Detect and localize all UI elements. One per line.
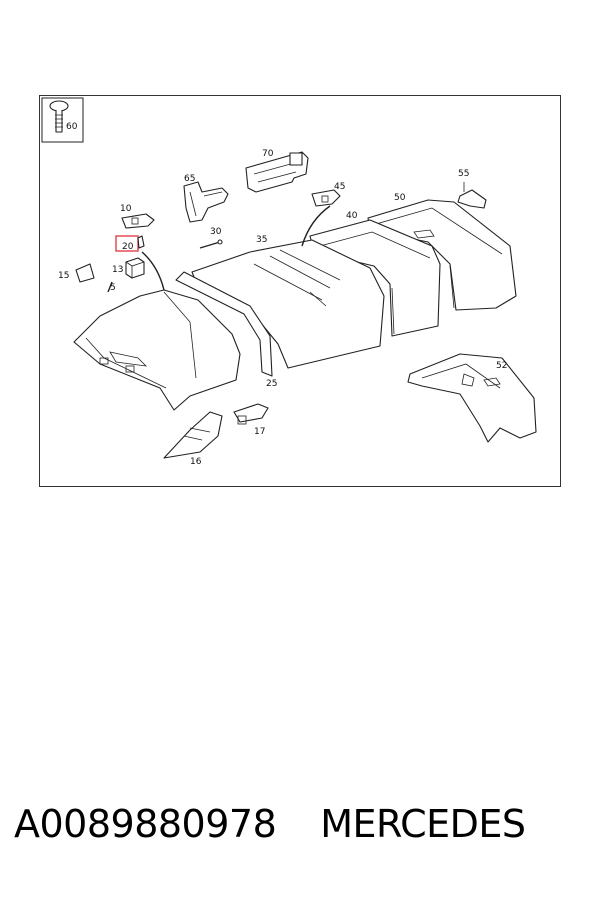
part-15: 15 bbox=[58, 263, 95, 283]
callout-20: 20 bbox=[122, 242, 134, 252]
part-65: 65 bbox=[183, 174, 229, 223]
part-52: 52 bbox=[407, 353, 537, 443]
callout-17: 17 bbox=[254, 427, 265, 437]
callout-25: 25 bbox=[266, 379, 277, 389]
callout-15: 15 bbox=[58, 271, 69, 281]
part-16: 16 bbox=[163, 411, 223, 467]
part-5: 5 bbox=[73, 281, 241, 411]
part-17: 17 bbox=[233, 403, 269, 437]
callout-70: 70 bbox=[262, 149, 274, 159]
part-20: 20 bbox=[115, 235, 145, 252]
brand-name: MERCEDES bbox=[320, 802, 526, 846]
callout-50: 50 bbox=[394, 193, 406, 203]
callout-10: 10 bbox=[120, 204, 132, 214]
callout-45: 45 bbox=[334, 182, 345, 192]
callout-55: 55 bbox=[458, 169, 469, 179]
callout-65: 65 bbox=[184, 174, 195, 184]
callout-5: 5 bbox=[110, 283, 116, 293]
part-10: 10 bbox=[120, 204, 155, 229]
part-25: 25 bbox=[175, 271, 277, 389]
callout-52: 52 bbox=[496, 361, 507, 371]
part-70: 70 bbox=[245, 149, 309, 193]
caption: A0089880978 MERCEDES bbox=[14, 802, 594, 862]
part-55: 55 bbox=[457, 169, 487, 209]
part-50: 50 bbox=[367, 193, 517, 311]
part-45: 45 bbox=[311, 182, 345, 207]
callout-30: 30 bbox=[210, 227, 222, 237]
part-13: 13 bbox=[112, 257, 145, 279]
callout-13: 13 bbox=[112, 265, 123, 275]
callout-16: 16 bbox=[190, 457, 202, 467]
callout-60: 60 bbox=[66, 122, 78, 132]
leader-5 bbox=[107, 281, 113, 293]
part-number: A0089880978 bbox=[14, 802, 277, 846]
leader-20 bbox=[141, 251, 165, 291]
inset-clip-box: 60 bbox=[41, 97, 84, 143]
parts-diagram: 60 70 65 55 45 bbox=[39, 95, 561, 487]
leader-45 bbox=[301, 205, 331, 247]
parts-diagram-svg: 60 70 65 55 45 bbox=[41, 97, 537, 467]
part-30: 30 bbox=[199, 227, 223, 249]
callout-40: 40 bbox=[346, 211, 358, 221]
callout-35: 35 bbox=[256, 235, 267, 245]
